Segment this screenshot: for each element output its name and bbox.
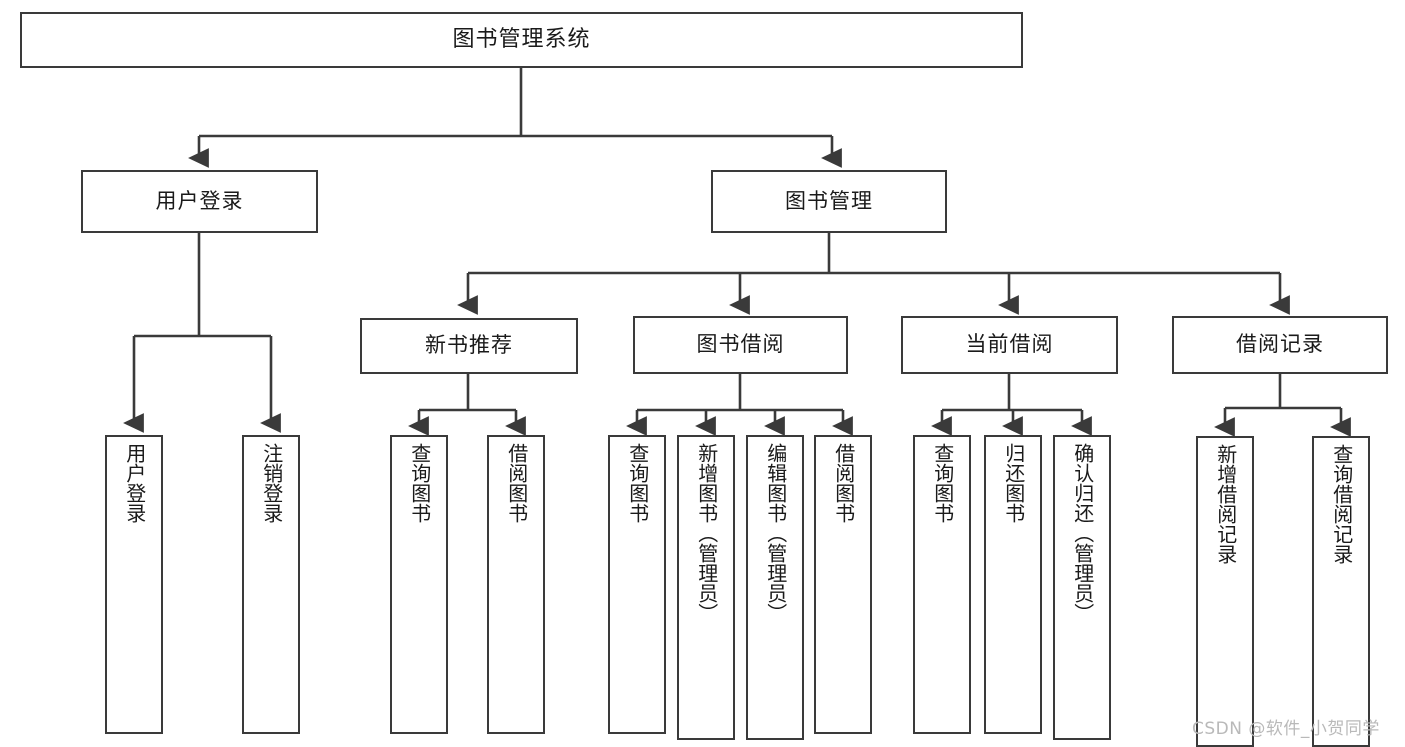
node-leaf-query-record[interactable]: 查询借阅记录 [1312, 436, 1370, 747]
node-current-borrow[interactable]: 当前借阅 [901, 316, 1118, 374]
node-root-label: 图书管理系统 [452, 26, 591, 52]
node-leaf-add-book[interactable]: 新增图书（管理员） [677, 435, 735, 740]
node-leaf-user-login-label: 用户登录 [122, 443, 147, 523]
node-leaf-logout[interactable]: 注销登录 [242, 435, 300, 734]
node-leaf-borrow-book-2-label: 借阅图书 [831, 443, 856, 523]
node-leaf-logout-label: 注销登录 [259, 443, 284, 523]
node-book-manage[interactable]: 图书管理 [711, 170, 947, 233]
node-leaf-query-record-label: 查询借阅记录 [1329, 444, 1354, 564]
node-leaf-query-book-3-label: 查询图书 [930, 443, 955, 523]
node-leaf-return-book[interactable]: 归还图书 [984, 435, 1042, 734]
node-leaf-borrow-book-1[interactable]: 借阅图书 [487, 435, 545, 734]
node-leaf-confirm-return-label: 确认归还（管理员） [1070, 443, 1095, 623]
node-leaf-query-book-1-label: 查询图书 [407, 443, 432, 523]
node-book-borrow-label: 图书借阅 [696, 332, 785, 357]
node-leaf-query-book-2-label: 查询图书 [625, 443, 650, 523]
node-leaf-add-book-label: 新增图书（管理员） [694, 443, 719, 623]
node-leaf-return-book-label: 归还图书 [1001, 443, 1026, 523]
node-leaf-confirm-return[interactable]: 确认归还（管理员） [1053, 435, 1111, 740]
node-new-book-recommend[interactable]: 新书推荐 [360, 318, 578, 374]
node-book-borrow[interactable]: 图书借阅 [633, 316, 848, 374]
node-leaf-query-book-2[interactable]: 查询图书 [608, 435, 666, 734]
node-leaf-add-record[interactable]: 新增借阅记录 [1196, 436, 1254, 747]
node-borrow-record-label: 借阅记录 [1236, 332, 1324, 357]
node-leaf-edit-book[interactable]: 编辑图书（管理员） [746, 435, 804, 740]
node-borrow-record[interactable]: 借阅记录 [1172, 316, 1388, 374]
node-leaf-borrow-book-1-label: 借阅图书 [504, 443, 529, 523]
node-root[interactable]: 图书管理系统 [20, 12, 1023, 68]
node-leaf-user-login[interactable]: 用户登录 [105, 435, 163, 734]
node-leaf-borrow-book-2[interactable]: 借阅图书 [814, 435, 872, 734]
node-user-login[interactable]: 用户登录 [81, 170, 318, 233]
node-current-borrow-label: 当前借阅 [965, 332, 1054, 357]
node-leaf-query-book-1[interactable]: 查询图书 [390, 435, 448, 734]
node-leaf-edit-book-label: 编辑图书（管理员） [763, 443, 788, 623]
node-leaf-add-record-label: 新增借阅记录 [1213, 444, 1238, 564]
node-leaf-query-book-3[interactable]: 查询图书 [913, 435, 971, 734]
node-book-manage-label: 图书管理 [785, 188, 873, 213]
node-new-book-recommend-label: 新书推荐 [425, 333, 513, 358]
csdn-watermark: CSDN @软件_小贺同学 [1192, 719, 1380, 739]
node-user-login-label: 用户登录 [155, 188, 244, 213]
